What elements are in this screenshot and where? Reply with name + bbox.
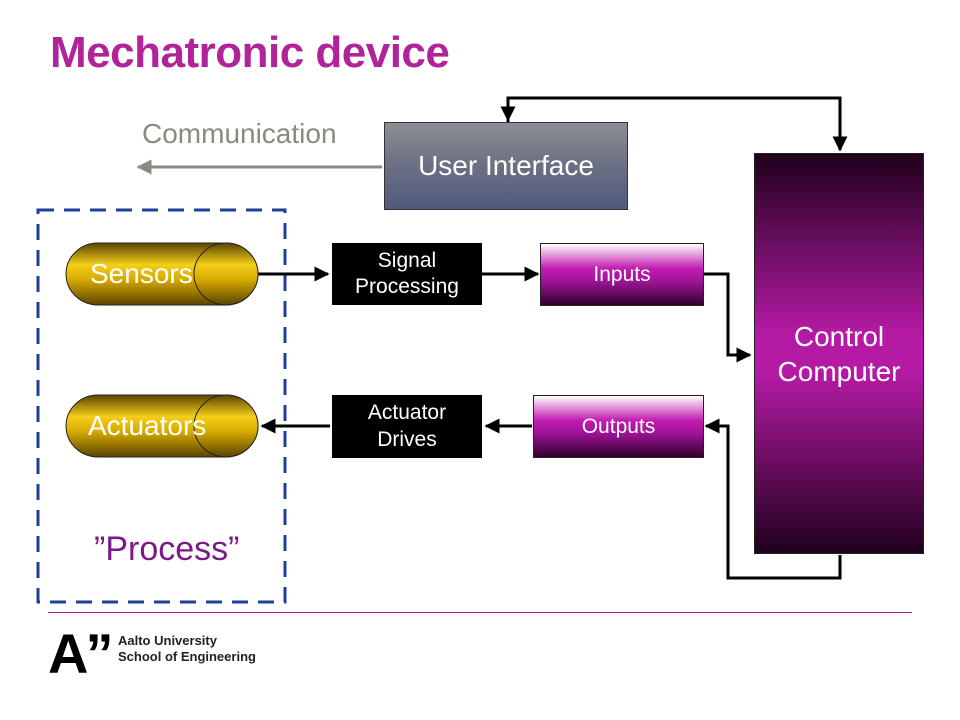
aalto-wordmark: Aalto University School of Engineering [118,633,256,666]
inputs-box: Inputs [540,243,704,306]
control-computer-label-line2: Computer [777,355,901,387]
actuator-drives-box: Actuator Drives [332,395,482,458]
process-label: ”Process” [94,530,240,568]
actuator-drives-label-line1: Actuator [367,401,447,425]
user-interface-box: User Interface [384,122,628,210]
process-region-border [36,208,287,604]
control-computer-label-line1: Control [793,320,885,352]
outputs-box: Outputs [533,395,704,458]
inputs-label: Inputs [593,262,651,286]
communication-label: Communication [142,118,337,149]
control-computer-box: Control Computer [754,153,924,554]
page-title: Mechatronic device [50,28,450,77]
aalto-logo: A” [48,622,113,685]
signal-processing-label-line2: Processing [355,275,459,298]
actuators-label: Actuators [88,410,207,441]
control-to-outputs-arrow [704,418,842,580]
actuator-drives-label-line2: Drives [377,427,437,451]
university-name: Aalto University [118,633,217,648]
actuators-cylinder [65,394,259,458]
outputs-label: Outputs [581,414,656,438]
signal-processing-label-line1: Signal [377,248,437,272]
sensors-label: Sensors [90,258,193,289]
inputs-to-control-arrow [704,272,752,363]
signal-processing-box: Signal Processing [332,243,482,305]
user-interface-label: User Interface [418,150,594,181]
sensors-cylinder [65,242,259,306]
school-name: School of Engineering [118,649,256,665]
footer-divider [48,612,912,613]
